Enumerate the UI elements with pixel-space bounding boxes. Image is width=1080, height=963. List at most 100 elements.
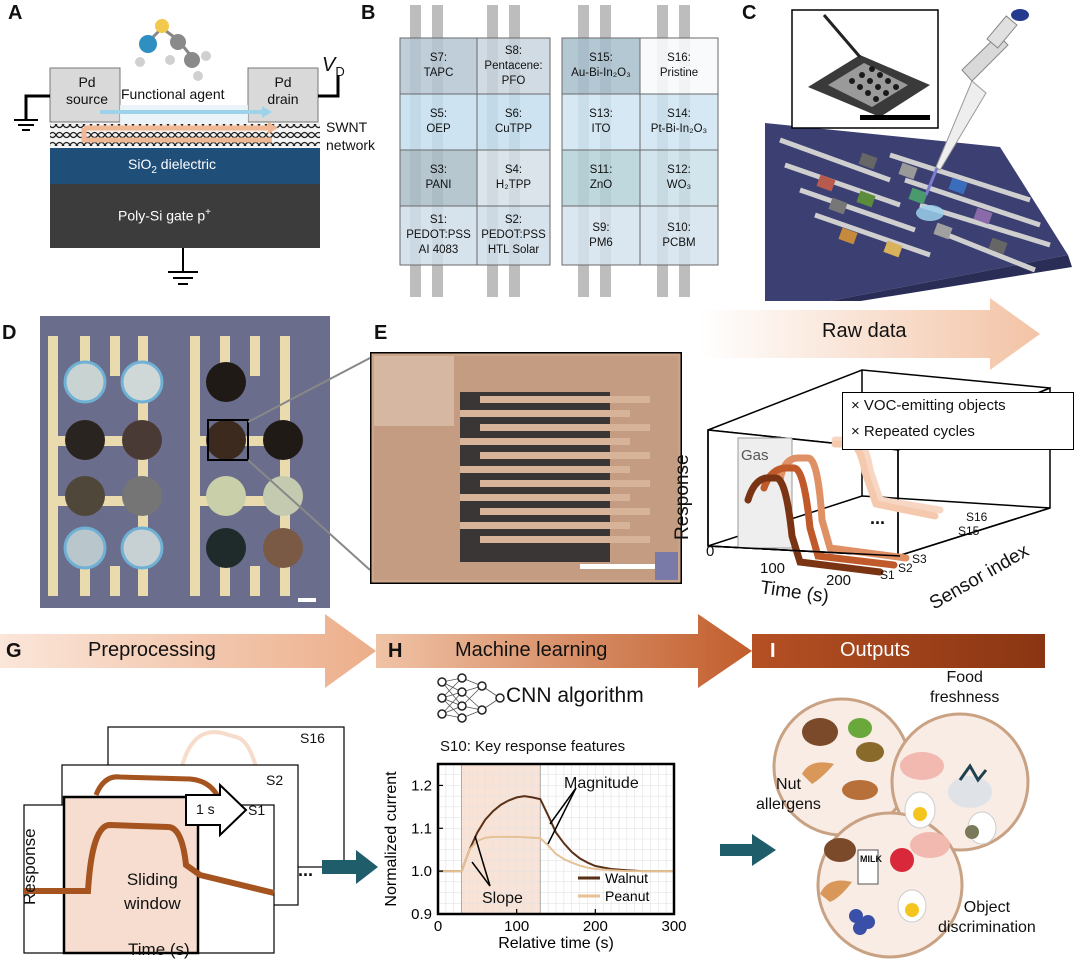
machine-learning-banner: Machine learning xyxy=(455,639,608,661)
sensor-material: OEP xyxy=(426,123,451,135)
magnitude-arrow xyxy=(549,787,577,825)
zoom-box xyxy=(207,419,249,461)
sensor-material: Pentacene: PFO xyxy=(484,59,543,87)
f-xtick: 200 xyxy=(826,572,852,589)
step-arrow-icon xyxy=(185,782,248,838)
sensor-label: S2 xyxy=(898,561,913,575)
functional-agent-label: Functional agent xyxy=(121,86,225,102)
outputs-illustration xyxy=(720,697,1030,959)
raw-data-banner: Raw data xyxy=(822,320,907,342)
sensor-material: Pristine xyxy=(659,67,699,79)
sensor-material: ITO xyxy=(591,123,611,135)
gas-label: Gas xyxy=(741,447,769,464)
transistor-diagram xyxy=(14,19,340,285)
legend-box: × VOC-emitting objects× Repeated cycles xyxy=(842,392,1074,450)
sensor-id: S12: xyxy=(667,164,691,176)
panel-label-b: B xyxy=(361,2,376,24)
panel-label-a: A xyxy=(8,2,23,24)
sensor-id: S9: xyxy=(592,221,610,234)
sensor-material: ZnO xyxy=(589,179,613,191)
sensor-material: CuTPP xyxy=(494,123,533,135)
arrow-right-icon xyxy=(322,850,378,884)
x-tick-label: 200 xyxy=(583,918,608,935)
sensor-cell: S1:PEDOT:PSS AI 4083 xyxy=(400,206,477,265)
sensor-material: PEDOT:PSS HTL Solar xyxy=(481,229,546,256)
f-xtick: 100 xyxy=(760,560,786,577)
g-xlabel: Time (s) xyxy=(128,940,190,959)
chart-title: S10: Key response features xyxy=(440,738,626,755)
sensor-material: PANI xyxy=(425,179,452,191)
sensor-id: S4: xyxy=(504,164,523,176)
sensor-cell: S5:OEP xyxy=(400,94,477,150)
sensor-id: S15: xyxy=(589,52,613,64)
sensor-id: S10: xyxy=(667,221,691,234)
sensor-cell: S10: PCBM xyxy=(640,206,718,265)
y-tick-label: 0.9 xyxy=(411,906,432,923)
sensor-cell: S12:WO₃ xyxy=(640,150,718,206)
sensor-cell: S14:Pt-Bi-In₂O₃ xyxy=(640,94,718,150)
sensor-cell: S13: ITO xyxy=(562,94,640,150)
pipeline-banner xyxy=(0,614,1045,688)
sensor-id: S1: xyxy=(429,214,448,226)
magnitude-arrow xyxy=(547,787,577,845)
panel-label-c: C xyxy=(742,2,757,24)
x-tick-label: 300 xyxy=(661,918,686,935)
sensor-id: S13: xyxy=(589,108,613,120)
y-tick-label: 1.2 xyxy=(411,777,432,794)
device-photo xyxy=(40,316,330,608)
x-tick-label: 0 xyxy=(434,918,442,935)
x-tick-label: 100 xyxy=(504,918,529,935)
sensor-cell: S4: H₂TPP xyxy=(477,150,550,206)
step-label: 1 s xyxy=(196,801,215,817)
sensor-cell: S16:Pristine xyxy=(640,38,718,94)
panel-label-e: E xyxy=(374,322,388,344)
sensor-material: PCBM xyxy=(662,236,696,249)
f-ylabel: Response xyxy=(672,454,693,540)
sensor-material: TAPC xyxy=(423,67,454,79)
sensor-cell: S8:Pentacene: PFO xyxy=(477,38,550,94)
sensor-cell: S2: PEDOT:PSS HTL Solar xyxy=(477,206,550,265)
cnn-label: CNN algorithm xyxy=(506,684,644,707)
dielectric-layer xyxy=(50,148,320,184)
y-tick-label: 1.0 xyxy=(411,863,432,880)
slope-annotation: Slope xyxy=(482,890,523,907)
gate-layer xyxy=(50,183,320,248)
sensor-id: S3: xyxy=(429,164,448,176)
layer-label-s1: S1 xyxy=(248,802,266,818)
magnitude-annotation: Magnitude xyxy=(564,775,639,792)
pipette-icon xyxy=(924,9,1029,196)
molecule-icon xyxy=(135,19,211,81)
g-ylabel: Response xyxy=(20,828,39,905)
legend-label: Walnut xyxy=(605,870,648,886)
sensor-label: S3 xyxy=(912,552,927,566)
slope-arrow xyxy=(471,861,491,887)
sensor-cell: S11:ZnO xyxy=(562,150,640,206)
sensor-cell: S3: PANI xyxy=(400,150,477,206)
neural-network-icon xyxy=(437,673,505,723)
sensor-material: H₂TPP xyxy=(495,179,532,191)
panel-label-g: G xyxy=(6,640,22,662)
deposition-illustration xyxy=(765,9,1072,301)
sensor-material: Au-Bi-In₂O₃ xyxy=(571,67,631,79)
sensor-array-layout xyxy=(399,5,719,297)
sensor-label: S16 xyxy=(966,510,988,524)
layer-label-s2: S2 xyxy=(266,772,284,788)
y-tick-label: 1.1 xyxy=(411,820,432,837)
panel-label-d: D xyxy=(2,322,17,344)
sensor-cell: S15: Au-Bi-In₂O₃ xyxy=(562,38,640,94)
sensor-cell: S9:PM6 xyxy=(562,206,640,265)
microscope-photo xyxy=(370,352,682,584)
slope-arrow xyxy=(474,835,491,887)
layer-label-s16: S16 xyxy=(300,730,325,746)
panel-label-i: I xyxy=(770,640,776,662)
sensor-cell: S6:CuTPP xyxy=(477,94,550,150)
milk-label: MILK xyxy=(860,854,882,864)
sensor-id: S2: xyxy=(504,214,523,226)
sliding-window-diagram xyxy=(23,726,378,955)
sensor-label: S1 xyxy=(880,568,895,582)
